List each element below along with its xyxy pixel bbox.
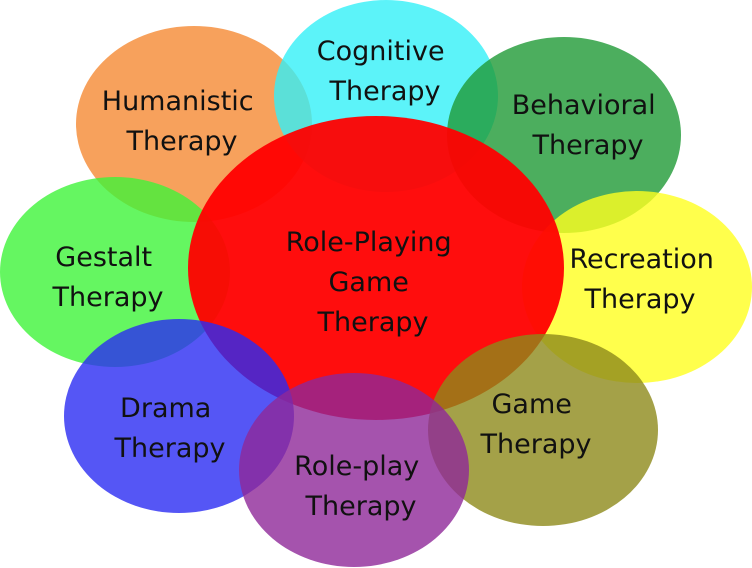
bubble-humanistic-line-2: Therapy	[126, 126, 238, 157]
bubble-recreation: Recreation Therapy	[522, 191, 752, 383]
bubble-role-play: Role-play Therapy	[239, 373, 469, 567]
bubble-recreation-line-1: Recreation	[570, 244, 714, 275]
bubble-cognitive-line-1: Cognitive	[317, 36, 445, 67]
bubble-center-line-3: Therapy	[317, 307, 429, 338]
bubble-game-label: Game Therapy	[480, 389, 592, 460]
bubble-humanistic-line-1: Humanistic	[102, 86, 254, 117]
bubble-behavioral-line-1: Behavioral	[512, 90, 656, 121]
bubble-role-play-line-1: Role-play	[294, 451, 419, 482]
bubble-role-play-line-2: Therapy	[305, 491, 417, 522]
bubble-center-label: Role-Playing Game Therapy	[286, 227, 461, 338]
bubble-drama: Drama Therapy	[64, 319, 294, 513]
bubble-gestalt-line-2: Therapy	[52, 282, 164, 313]
bubble-drama-shape	[64, 319, 294, 513]
bubble-cognitive-label: Cognitive Therapy	[317, 36, 453, 107]
bubble-recreation-shape	[522, 191, 752, 383]
bubble-role-play-shape	[239, 373, 469, 567]
bubble-cognitive-line-2: Therapy	[329, 76, 441, 107]
bubble-drama-label: Drama Therapy	[114, 393, 226, 464]
bubble-center-shape	[188, 116, 564, 420]
bubble-drama-line-2: Therapy	[114, 433, 226, 464]
bubble-center: Role-Playing Game Therapy	[188, 116, 564, 420]
bubble-recreation-line-2: Therapy	[584, 284, 696, 315]
bubble-game-line-2: Therapy	[480, 429, 592, 460]
bubble-gestalt-label: Gestalt Therapy	[52, 242, 164, 313]
bubble-role-play-label: Role-play Therapy	[294, 451, 428, 522]
bubble-center-line-2: Game	[329, 267, 409, 298]
bubble-gestalt-line-1: Gestalt	[55, 242, 152, 273]
bubble-humanistic-label: Humanistic Therapy	[102, 86, 262, 157]
bubble-recreation-label: Recreation Therapy	[570, 244, 723, 315]
bubble-game: Game Therapy	[428, 334, 658, 526]
bubble-drama-line-1: Drama	[120, 393, 211, 424]
bubble-game-shape	[428, 334, 658, 526]
bubble-game-line-1: Game	[492, 389, 572, 420]
bubble-behavioral-label: Behavioral Therapy	[512, 90, 665, 161]
bubble-center-line-1: Role-Playing	[286, 227, 452, 258]
bubble-behavioral-line-2: Therapy	[532, 130, 644, 161]
